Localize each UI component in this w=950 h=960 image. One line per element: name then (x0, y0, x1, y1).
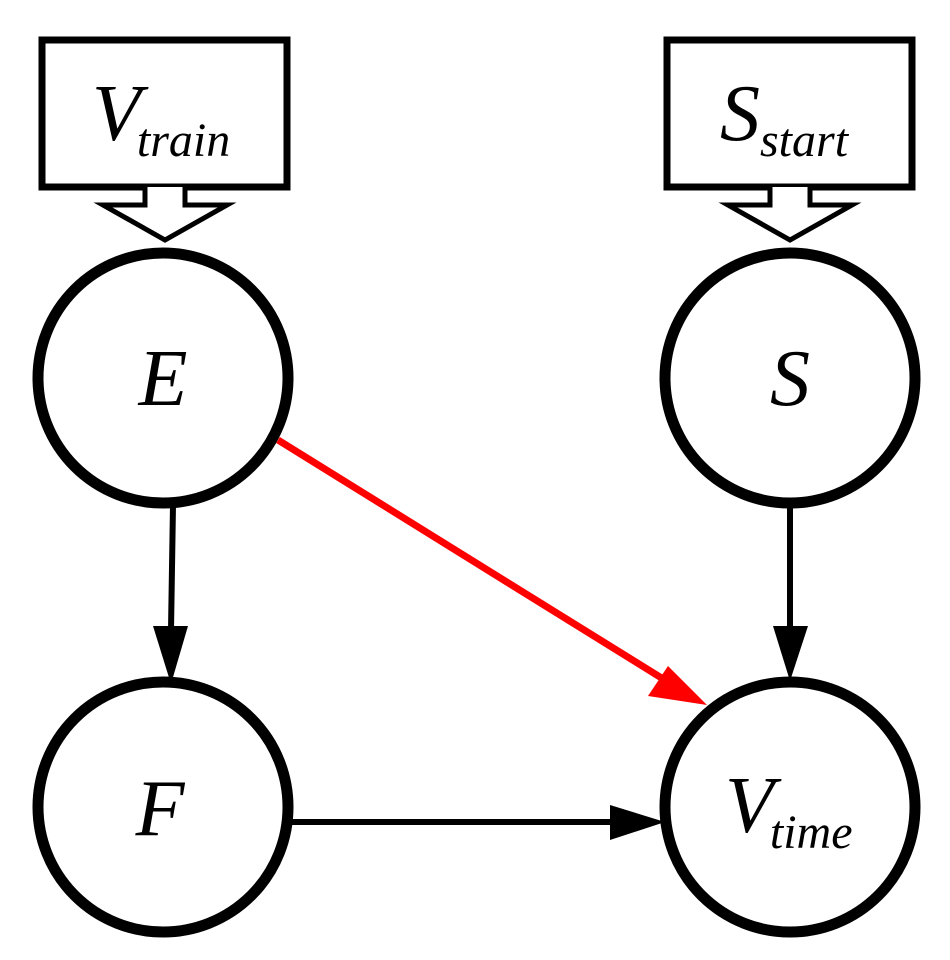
node-e: E (32, 247, 294, 509)
input-s-start: Sstart (663, 36, 916, 243)
input-arrow-s-start (718, 187, 862, 243)
arrowhead-e-v-time (648, 666, 707, 705)
v-time-main: V (725, 762, 782, 850)
input-v-train: Vtrain (38, 36, 291, 243)
node-circle-e (32, 247, 294, 509)
arrowhead-f-v-time (610, 805, 665, 840)
edge-e-to-v-time (276, 437, 707, 705)
input-label-s-start: Sstart (720, 70, 850, 167)
node-label-f: F (135, 765, 186, 853)
edge-line-e-f (168, 504, 176, 631)
node-circle-v-time (659, 676, 921, 938)
edge-line-e-v-time (276, 437, 670, 685)
node-label-e: E (138, 335, 188, 423)
s-start-main: S (720, 70, 760, 158)
node-circle-f (32, 676, 294, 938)
node-label-v-time: Vtime (725, 762, 853, 859)
input-box-s-start (663, 36, 916, 191)
input-arrow-v-train (93, 187, 237, 243)
arrowhead-e-f (153, 626, 188, 684)
node-circle-s (659, 247, 921, 509)
edge-e-to-f (153, 504, 188, 684)
node-s: S (659, 247, 921, 509)
s-start-sub: start (760, 114, 850, 167)
input-label-v-train: Vtrain (92, 70, 230, 167)
arrowhead-s-v-time (773, 626, 808, 681)
node-v-time: Vtime (659, 676, 921, 938)
v-time-sub: time (770, 806, 853, 859)
edge-s-to-v-time (773, 505, 808, 681)
node-label-s: S (770, 335, 810, 423)
v-train-main: V (92, 70, 149, 158)
edge-f-to-v-time (290, 805, 665, 840)
node-f: F (32, 676, 294, 938)
v-train-sub: train (137, 114, 230, 167)
